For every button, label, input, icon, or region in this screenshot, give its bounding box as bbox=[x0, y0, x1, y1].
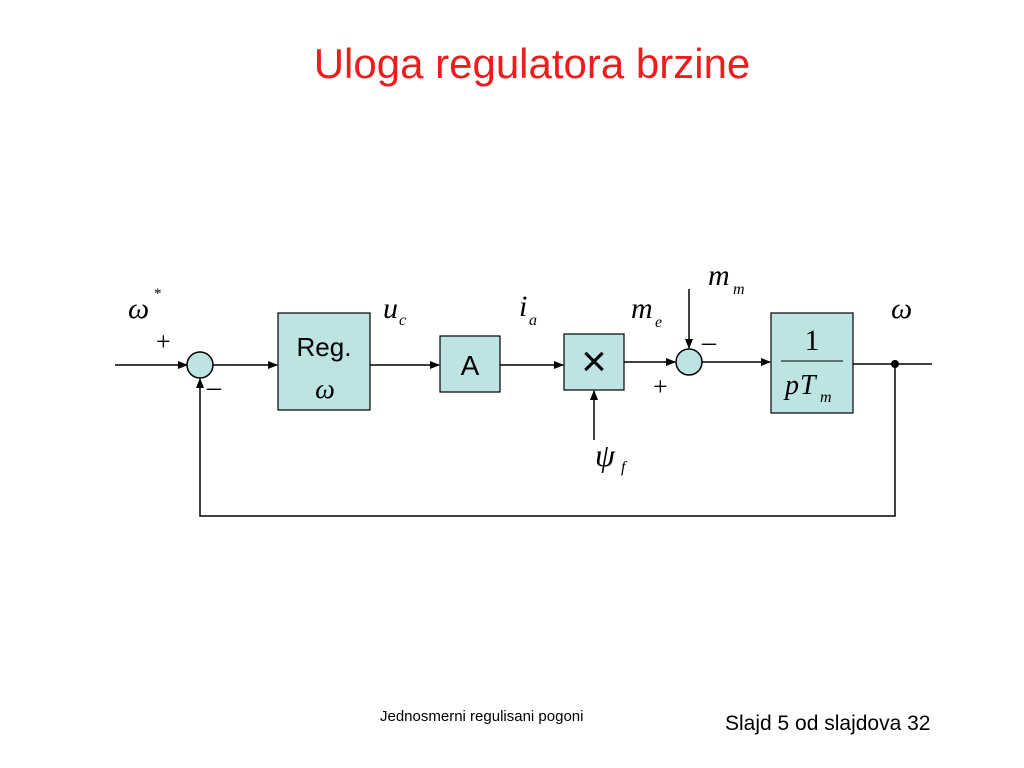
regulator-block bbox=[277, 312, 371, 411]
sum1-plus-sign: + bbox=[156, 327, 171, 356]
input-omega-label: ω bbox=[128, 292, 149, 325]
slide-title: Uloga regulatora brzine bbox=[313, 40, 751, 87]
feedback-path bbox=[196, 364, 896, 517]
psi-label: ψ bbox=[595, 437, 616, 473]
sum-junction-2 bbox=[675, 348, 703, 376]
uc-label: u bbox=[383, 292, 398, 325]
me-label: m bbox=[631, 292, 653, 325]
sum1-minus-sign: – bbox=[206, 372, 222, 403]
me-subscript: e bbox=[655, 314, 662, 331]
plant-denominator-sub: m bbox=[820, 389, 832, 406]
regulator-label: Reg. bbox=[297, 332, 352, 362]
plant-block bbox=[770, 312, 854, 414]
plant-numerator: 1 bbox=[805, 324, 820, 357]
plant-denominator-p: p bbox=[783, 370, 799, 401]
footer-course-name: Jednosmerni regulisani pogoni bbox=[380, 708, 584, 725]
input-star-superscript: * bbox=[154, 286, 162, 302]
ia-subscript: a bbox=[529, 312, 537, 329]
footer-slide-counter: Slajd 5 od slajdova 32 bbox=[725, 712, 931, 735]
sum2-plus-sign: + bbox=[653, 372, 668, 401]
mm-subscript: m bbox=[733, 281, 745, 298]
ia-label: i bbox=[519, 290, 527, 323]
regulator-omega: ω bbox=[315, 374, 335, 405]
plant-denominator-T: T bbox=[800, 370, 818, 401]
sum2-minus-sign: – bbox=[701, 327, 717, 358]
output-omega-label: ω bbox=[891, 292, 912, 325]
uc-subscript: c bbox=[399, 312, 406, 329]
amplifier-block bbox=[439, 335, 501, 393]
multiplier-symbol: × bbox=[581, 337, 607, 386]
psi-subscript: f bbox=[621, 459, 628, 476]
mm-label: m bbox=[708, 259, 730, 292]
amplifier-label: A bbox=[461, 350, 480, 381]
